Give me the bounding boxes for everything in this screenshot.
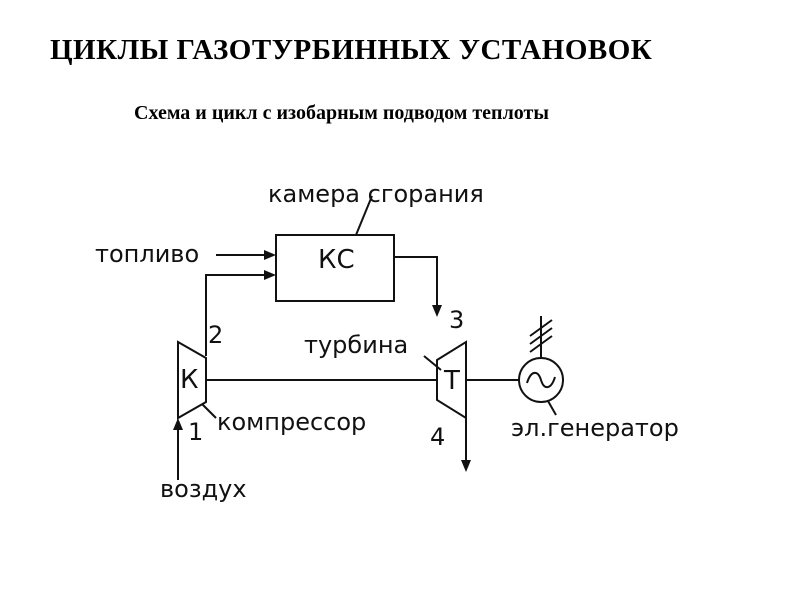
turbine-symbol: Т: [443, 366, 460, 396]
page-title: ЦИКЛЫ ГАЗОТУРБИННЫХ УСТАНОВОК: [50, 34, 653, 66]
compressor-leader: [201, 403, 217, 419]
fuel-label: топливо: [95, 240, 199, 268]
chamber-to-turbine-line: [394, 256, 438, 305]
generator-wire-mark: [529, 319, 553, 337]
combustion-chamber-label: камера сгорания: [268, 180, 484, 208]
point-1-label: 1: [188, 418, 203, 446]
point-3-label: 3: [449, 306, 464, 334]
compressor-to-chamber-arrow: [264, 270, 276, 280]
generator-wire-mark: [529, 327, 553, 345]
compressor-symbol: К: [180, 365, 198, 395]
fuel-arrow: [264, 250, 276, 260]
combustion-chamber-symbol: КС: [318, 245, 355, 275]
compressor-shape: [177, 340, 207, 420]
point-2-label: 2: [208, 321, 223, 349]
chamber-to-turbine-arrow: [432, 305, 442, 317]
point-4-label: 4: [430, 423, 445, 451]
generator-ac-icon: [526, 371, 556, 389]
compressor-label: компрессор: [217, 408, 366, 436]
generator-label: эл.генератор: [511, 414, 679, 442]
turbine-label: турбина: [304, 331, 408, 359]
air-intake-arrow: [173, 418, 183, 430]
exhaust-arrow: [461, 460, 471, 472]
generator-wire-mark: [529, 335, 553, 353]
page-subtitle: Схема и цикл с изобарным подводом теплот…: [134, 102, 549, 124]
turbine-leader: [423, 355, 442, 371]
compressor-to-chamber-line: [205, 274, 264, 356]
air-label: воздух: [160, 475, 247, 503]
generator-leader: [547, 400, 557, 416]
combustion-chamber-box: [275, 234, 395, 302]
combustion-chamber-leader: [355, 195, 373, 236]
